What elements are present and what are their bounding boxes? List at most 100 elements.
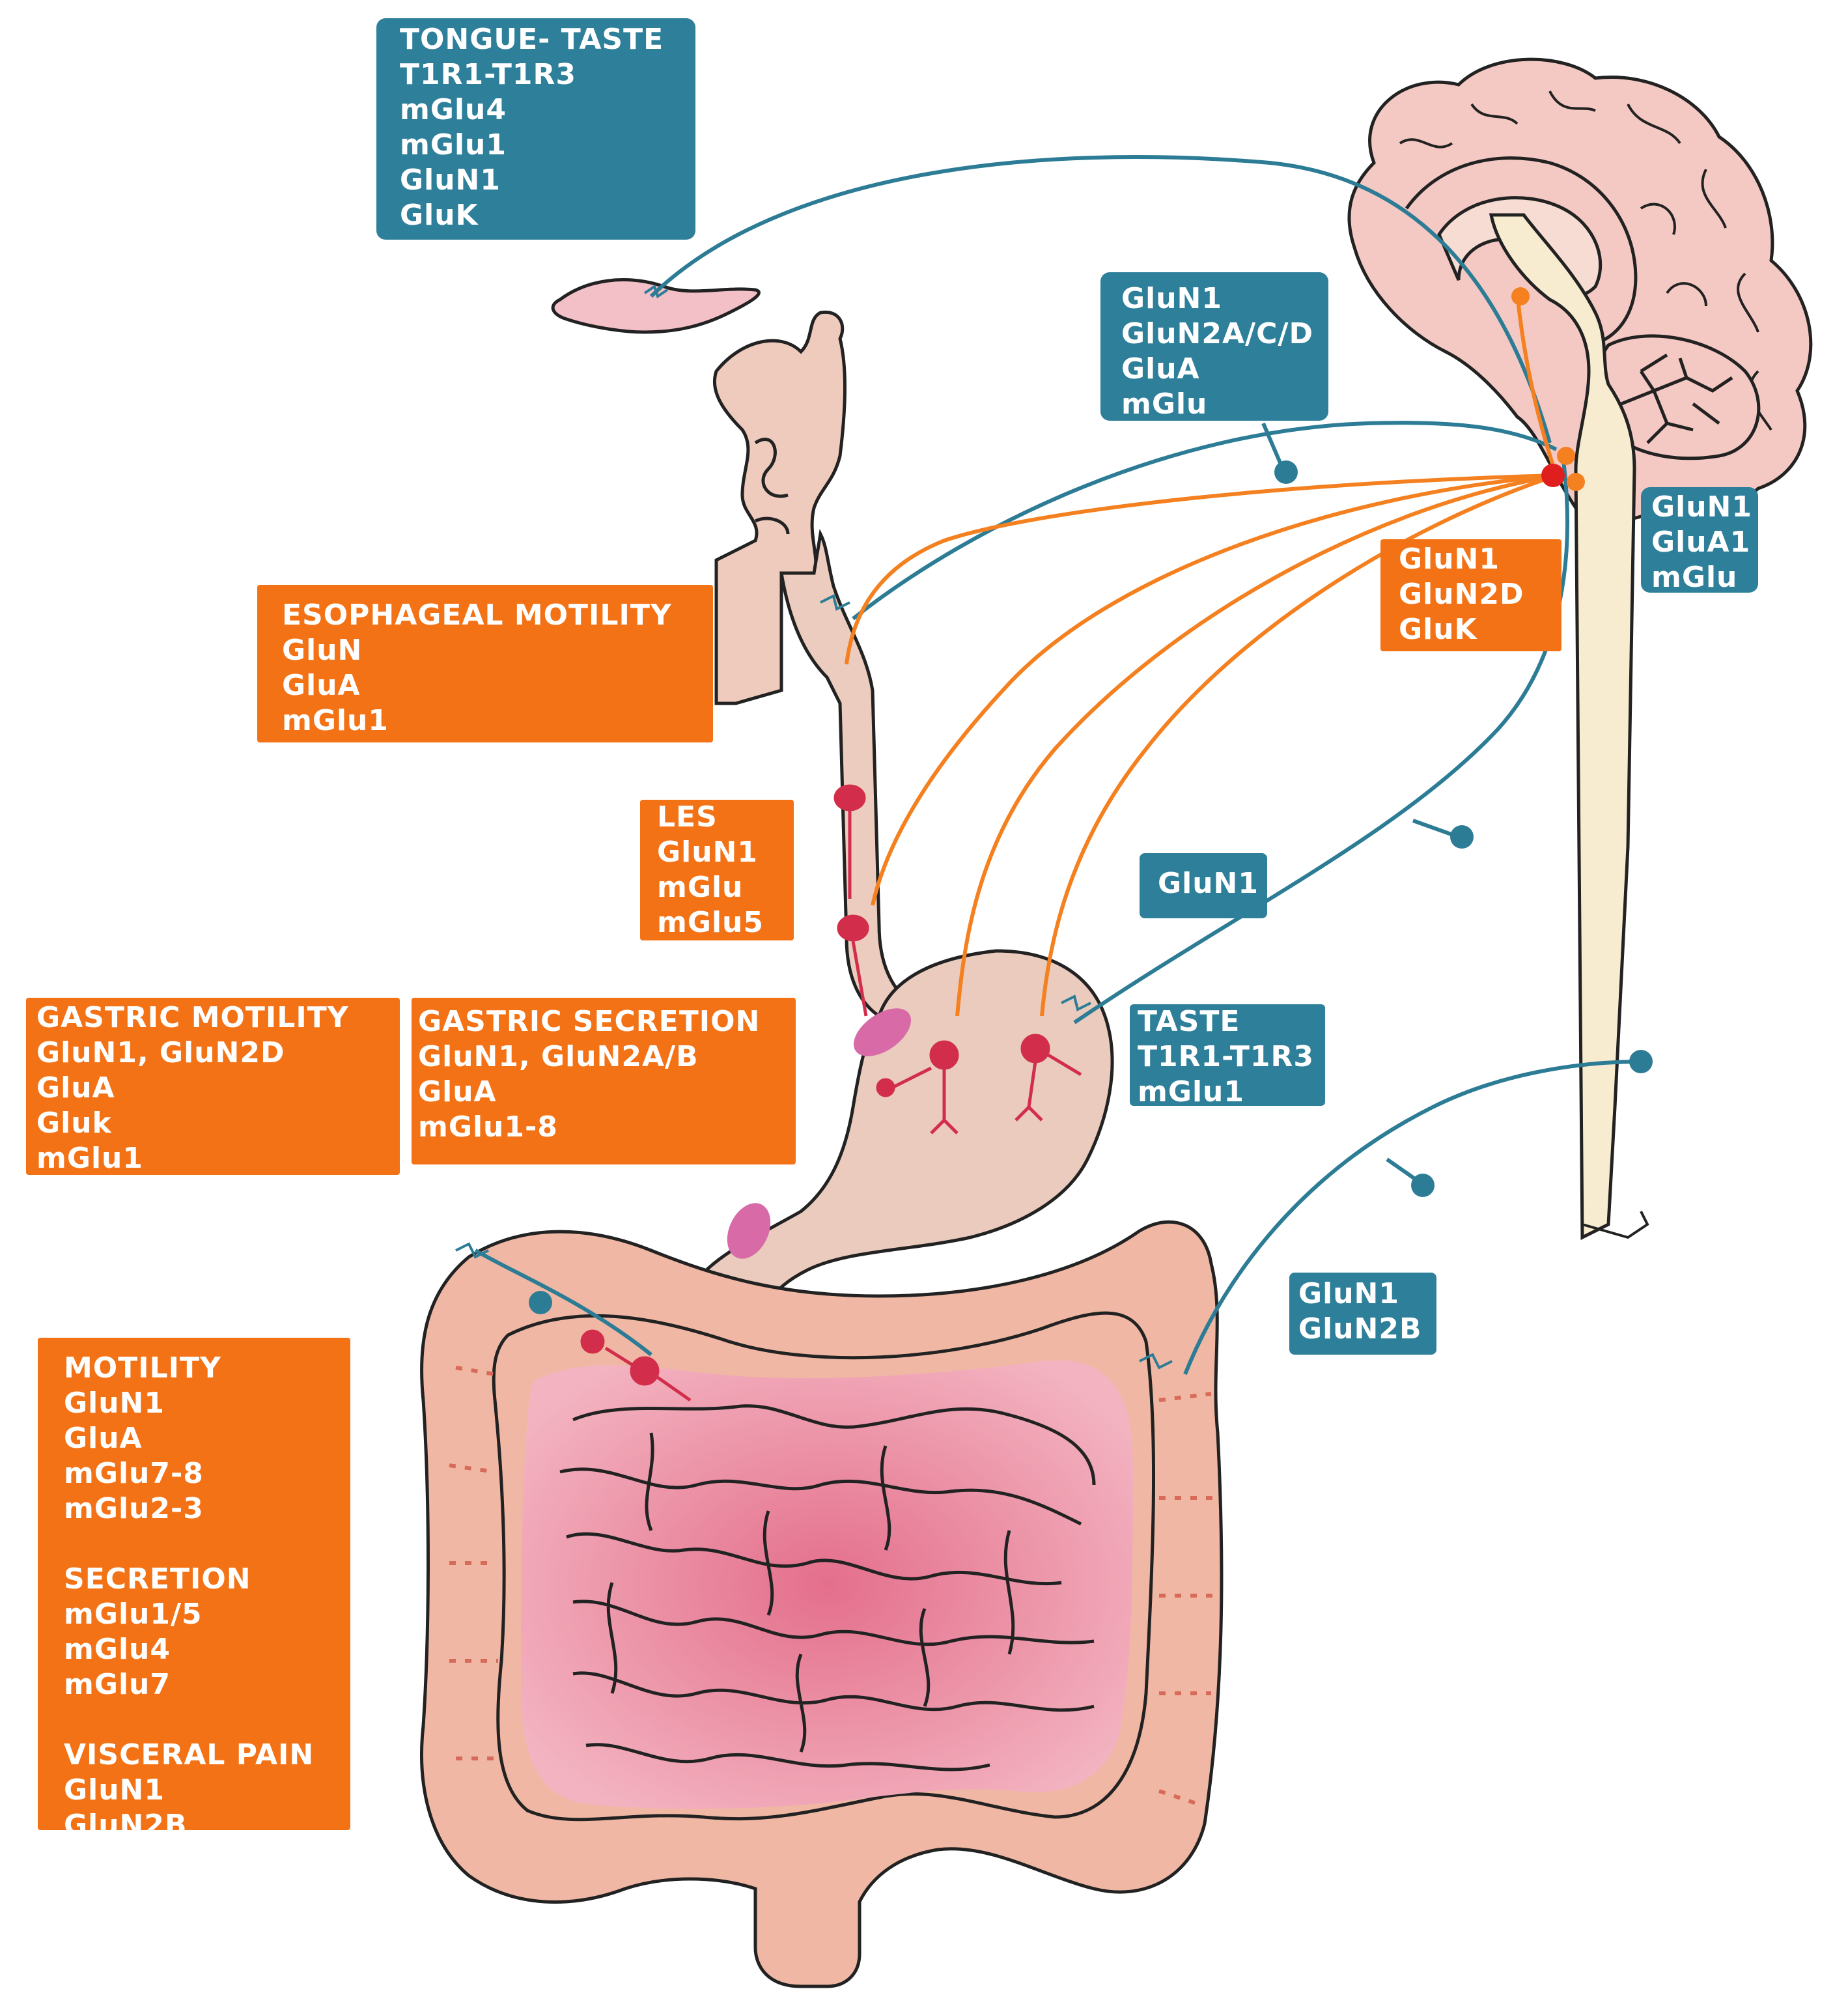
colon-afferent-cell (529, 1291, 552, 1314)
gastric-secretion-label-line-2: GluA (418, 1075, 497, 1108)
spinal-afferent-receptors-label-line-1: GluN2B (1298, 1312, 1422, 1346)
gastric-motility-label-line-2: GluA (36, 1071, 115, 1105)
gastric-neuron-2 (1020, 1034, 1050, 1064)
les-receptors-label-line-2: mGlu (657, 871, 744, 904)
efferent-to-stomach-2 (1040, 473, 1557, 1017)
vagal-efferent-pathways (845, 292, 1558, 1017)
brainstem-efferent-receptors-label-line-0: GluN1 (1399, 543, 1500, 576)
intestine-receptors-label-line-0: MOTILITY (64, 1351, 221, 1385)
pyloric-sphincter (727, 1203, 771, 1259)
colon-neuron-1 (580, 1329, 605, 1354)
tongue-ending (643, 284, 669, 299)
spinal-cord-tail (1582, 1211, 1649, 1239)
tongue-taste-receptors-label-line-0: TONGUE- TASTE (400, 23, 664, 56)
gastric-neuron-1 (929, 1040, 959, 1070)
gastric-motility-label-line-1: GluN1, GluN2D (36, 1036, 285, 1069)
efferent-terminals (1511, 287, 1585, 491)
stomach-to-brainstem-afferent (1073, 455, 1569, 1024)
nodose-ganglion-cell (1274, 460, 1298, 484)
cerebellum-arbor-vitae (1621, 353, 1733, 444)
colon-to-spinal-afferent (1183, 1060, 1642, 1375)
brainstem-and-spinal-cord (1489, 213, 1636, 1241)
intestine-receptors-label-line-12: GluN1 (64, 1773, 165, 1807)
small-intestine-loops (559, 1404, 1096, 1771)
esophageal-motility-label-line-2: GluA (282, 669, 361, 702)
enteric-processes (604, 811, 1082, 1402)
pharynx-and-upper-esophagus (712, 310, 847, 705)
tongue-taste-receptors-label-line-3: mGlu1 (400, 128, 507, 162)
dorsal-motor-nucleus (1541, 464, 1565, 487)
spinal-cord-receptors-label-line-0: GluN1 (1651, 490, 1752, 524)
les-receptors-label-line-0: LES (657, 800, 718, 834)
esophageal-neuron-2 (837, 914, 869, 942)
intestine-receptors-label-line-3: mGlu7-8 (64, 1457, 204, 1490)
colon-enteric-link (474, 1248, 652, 1357)
efferent-to-stomach-1 (955, 473, 1557, 1017)
stomach-body (682, 949, 1114, 1344)
nucleus-cell-1 (1511, 287, 1530, 305)
brainstem-afferent-receptors-label-line-3: mGlu (1121, 388, 1208, 421)
gastric-motility-label-line-0: GASTRIC MOTILITY (36, 1001, 349, 1034)
tongue-taste-receptors-label-line-4: GluN1 (400, 163, 501, 197)
vagal-afferent-receptor-label: GluN1 (1140, 853, 1267, 918)
gastric-secretion-label-line-3: mGlu1-8 (418, 1110, 558, 1144)
nucleus-cell-2 (1557, 447, 1575, 465)
dorsal-root-ganglion-cell-2 (1411, 1174, 1435, 1197)
upper-gi-tract (551, 278, 916, 1018)
enteric-neurons (580, 784, 1082, 1402)
small-intestine (521, 1360, 1133, 1809)
efferent-to-les (871, 473, 1557, 906)
tongue-taste-receptors-label-line-2: mGlu4 (400, 93, 507, 126)
esophagus-ending (820, 594, 850, 611)
gastric-motility-label-line-3: Gluk (36, 1107, 112, 1140)
gastric-neuron-3 (876, 1078, 895, 1097)
tongue (551, 278, 761, 334)
esophagus (779, 529, 916, 1018)
spinal-cord-terminal (1629, 1050, 1653, 1073)
colon-ending-2 (455, 1242, 489, 1259)
sensory-endings (455, 284, 1173, 1370)
intestine-receptors-label-line-7: mGlu1/5 (64, 1598, 203, 1631)
cardiac-sphincter (854, 1008, 911, 1056)
brainstem-efferent-receptors-label-line-1: GluN2D (1399, 578, 1524, 611)
intestine-receptors-label-line-4: mGlu2-3 (64, 1492, 204, 1525)
esophageal-motility-label-line-3: mGlu1 (282, 704, 389, 737)
esophagus-to-brainstem-afferent (852, 421, 1558, 621)
afferent-branch-1 (1261, 422, 1285, 470)
esophageal-neuron-1 (833, 784, 866, 811)
gastric-taste-receptors-label-line-2: mGlu1 (1138, 1075, 1244, 1108)
dorsal-root-ganglion-cell-1 (1450, 825, 1474, 849)
les-receptors-label-line-1: GluN1 (657, 836, 758, 869)
epiglottis-fold (754, 438, 790, 535)
spinal-afferent-receptors-label-line-0: GluN1 (1298, 1277, 1399, 1310)
les-receptors-label-line-3: mGlu5 (657, 906, 764, 939)
esophageal-motility-label-line-1: GluN (282, 634, 363, 667)
colon-inner-wall (492, 1311, 1156, 1822)
spinal-cord-receptors-label-line-1: GluA1 (1651, 526, 1751, 559)
colon-haustra (449, 1366, 1218, 1806)
brainstem-efferent-receptors-label-line-2: GluK (1399, 613, 1477, 646)
intestine-receptors-label-line-5 (64, 1527, 350, 1562)
colon-ending (1139, 1353, 1173, 1370)
esophageal-motility-label-line-0: ESOPHAGEAL MOTILITY (282, 599, 672, 632)
intestine-receptors-label-line-9: mGlu7 (64, 1668, 171, 1701)
vagal-afferent-receptor-label-line-0: GluN1 (1158, 867, 1259, 900)
brainstem-afferent-receptors-label-line-1: GluN2A/C/D (1121, 317, 1313, 350)
stomach-ending (1061, 995, 1091, 1011)
tongue-to-brainstem-afferent (649, 155, 1552, 444)
nerve-cell-bodies (529, 460, 1653, 1314)
spinal-cord-receptors-label-line-2: mGlu (1651, 561, 1738, 594)
stomach (682, 949, 1114, 1344)
gastric-taste-receptors-label-line-0: TASTE (1138, 1005, 1240, 1038)
tongue-taste-receptors-label-line-1: T1R1-T1R3 (400, 58, 577, 91)
